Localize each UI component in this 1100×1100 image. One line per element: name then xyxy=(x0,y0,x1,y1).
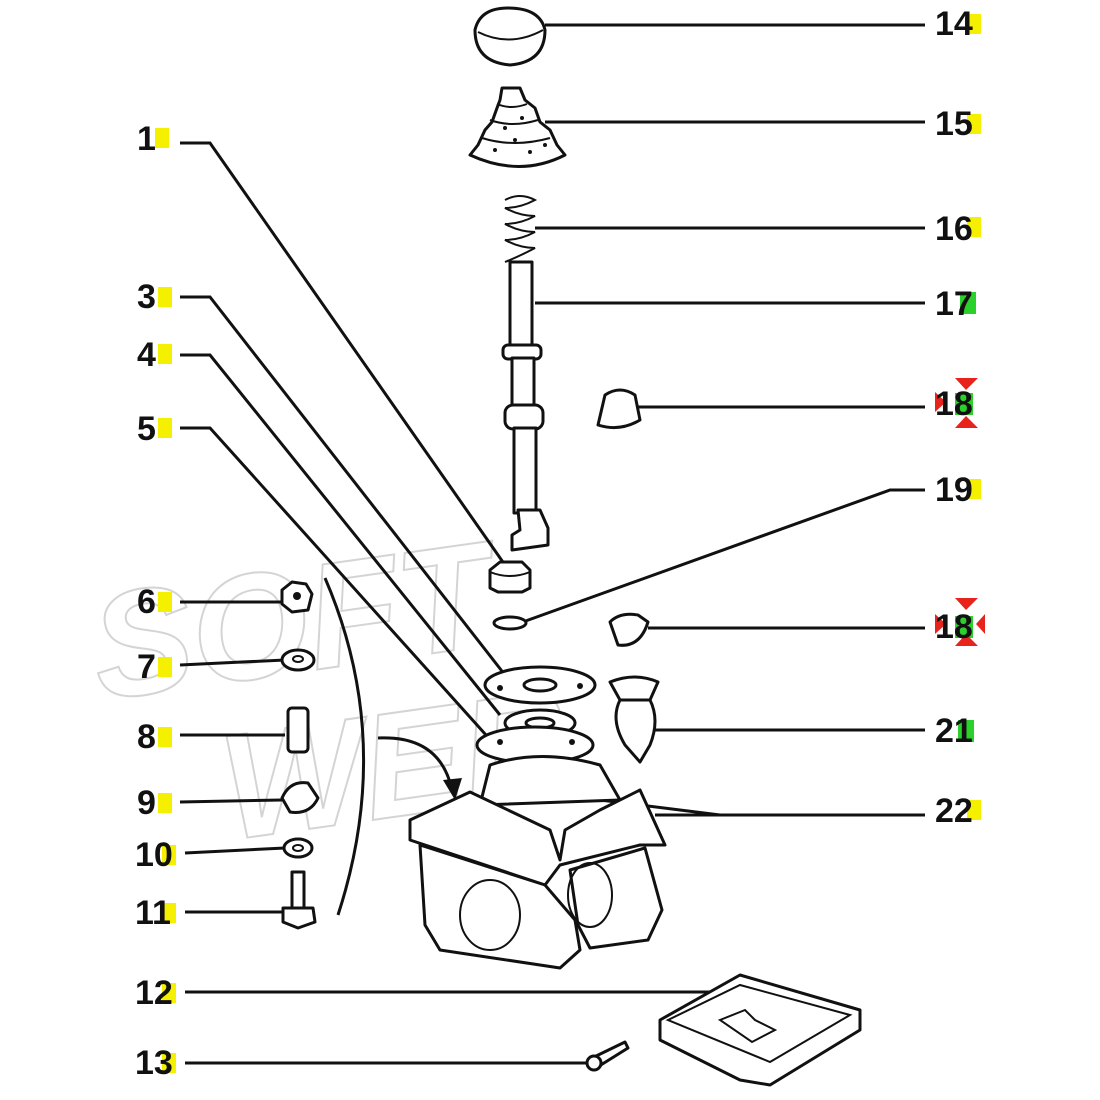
part-6-nut xyxy=(280,580,314,614)
part-17-lever xyxy=(501,260,550,552)
part-19-clip xyxy=(492,615,528,631)
assembly-arrow-head xyxy=(443,778,462,800)
label-6: 6 xyxy=(137,583,156,621)
part-10-washer xyxy=(282,837,314,859)
marker-18b-left xyxy=(935,614,946,634)
red-markers xyxy=(935,378,985,646)
highlight-4 xyxy=(158,344,172,364)
part-9-mount xyxy=(280,781,320,814)
leader-19 xyxy=(519,488,925,625)
marker-18a-top xyxy=(955,378,978,390)
leader-10 xyxy=(184,846,286,855)
part-11-bolt xyxy=(281,870,317,930)
label-10: 10 xyxy=(135,836,173,874)
leader-1 xyxy=(180,141,507,566)
highlight-22 xyxy=(967,800,981,820)
part-15-boot xyxy=(468,86,567,168)
highlight-13 xyxy=(162,1053,176,1073)
label-22: 22 xyxy=(935,792,973,830)
highlight-9 xyxy=(158,793,172,813)
number-labels: 1 3 4 5 6 7 8 9 10 11 12 13 14 15 16 17 … xyxy=(135,5,973,1082)
assembly-line xyxy=(323,577,366,916)
highlight-8 xyxy=(158,727,172,747)
label-11: 11 xyxy=(135,894,171,932)
leader-7 xyxy=(179,658,286,667)
part-22-housing xyxy=(408,755,667,970)
label-16: 16 xyxy=(935,210,973,248)
label-17: 17 xyxy=(935,285,973,323)
leader-9 xyxy=(179,798,283,804)
highlight-16 xyxy=(967,217,981,237)
part-8-spacer xyxy=(286,706,310,754)
highlight-17 xyxy=(960,292,976,314)
highlight-1 xyxy=(155,128,169,148)
label-19: 19 xyxy=(935,471,973,509)
leader-4 xyxy=(180,353,502,716)
marker-18a-bottom xyxy=(955,416,978,428)
highlight-15 xyxy=(967,114,981,134)
highlight-14 xyxy=(967,14,981,34)
highlight-21 xyxy=(958,720,974,742)
label-14: 14 xyxy=(935,5,973,43)
label-13: 13 xyxy=(135,1044,173,1082)
highlight-18b xyxy=(955,616,973,638)
label-7: 7 xyxy=(137,648,156,686)
part-16-spring xyxy=(504,195,538,263)
marker-18b-right xyxy=(976,614,985,634)
highlight-5 xyxy=(158,418,172,438)
assembly-arrow xyxy=(377,736,454,791)
highlight-7 xyxy=(158,657,172,677)
marker-18b-top xyxy=(955,598,978,610)
leader-5 xyxy=(180,426,497,747)
label-21: 21 xyxy=(935,712,973,750)
part-21-ball xyxy=(608,675,660,764)
label-18a: 18 xyxy=(935,385,973,423)
label-1: 1 xyxy=(137,120,156,158)
label-highlights xyxy=(155,14,981,1073)
leader-3 xyxy=(180,295,507,676)
label-9: 9 xyxy=(137,784,156,822)
marker-18a-left xyxy=(935,392,946,412)
parts xyxy=(280,6,862,1087)
part-3-plate xyxy=(483,665,597,705)
label-15: 15 xyxy=(935,105,973,143)
label-4: 4 xyxy=(137,336,156,374)
label-5: 5 xyxy=(137,410,156,448)
highlight-3 xyxy=(158,287,172,307)
leader-lines xyxy=(179,23,925,1065)
highlight-6 xyxy=(158,592,172,612)
part-12-cover xyxy=(658,973,862,1087)
highlight-18a xyxy=(955,393,973,415)
highlight-10 xyxy=(162,845,176,865)
highlight-11 xyxy=(162,903,176,923)
highlight-12 xyxy=(162,983,176,1003)
label-8: 8 xyxy=(137,718,156,756)
label-18b: 18 xyxy=(935,608,973,646)
label-12: 12 xyxy=(135,974,173,1012)
highlight-19 xyxy=(967,479,981,499)
part-1-nut xyxy=(488,560,532,594)
marker-18b-bottom xyxy=(955,634,978,646)
part-14-knob xyxy=(473,6,547,67)
part-7-washer xyxy=(280,648,316,672)
label-3: 3 xyxy=(137,278,156,316)
part-18a-bushing xyxy=(596,388,642,430)
part-18b-bushing xyxy=(608,612,650,647)
part-13-screw xyxy=(585,1040,630,1072)
